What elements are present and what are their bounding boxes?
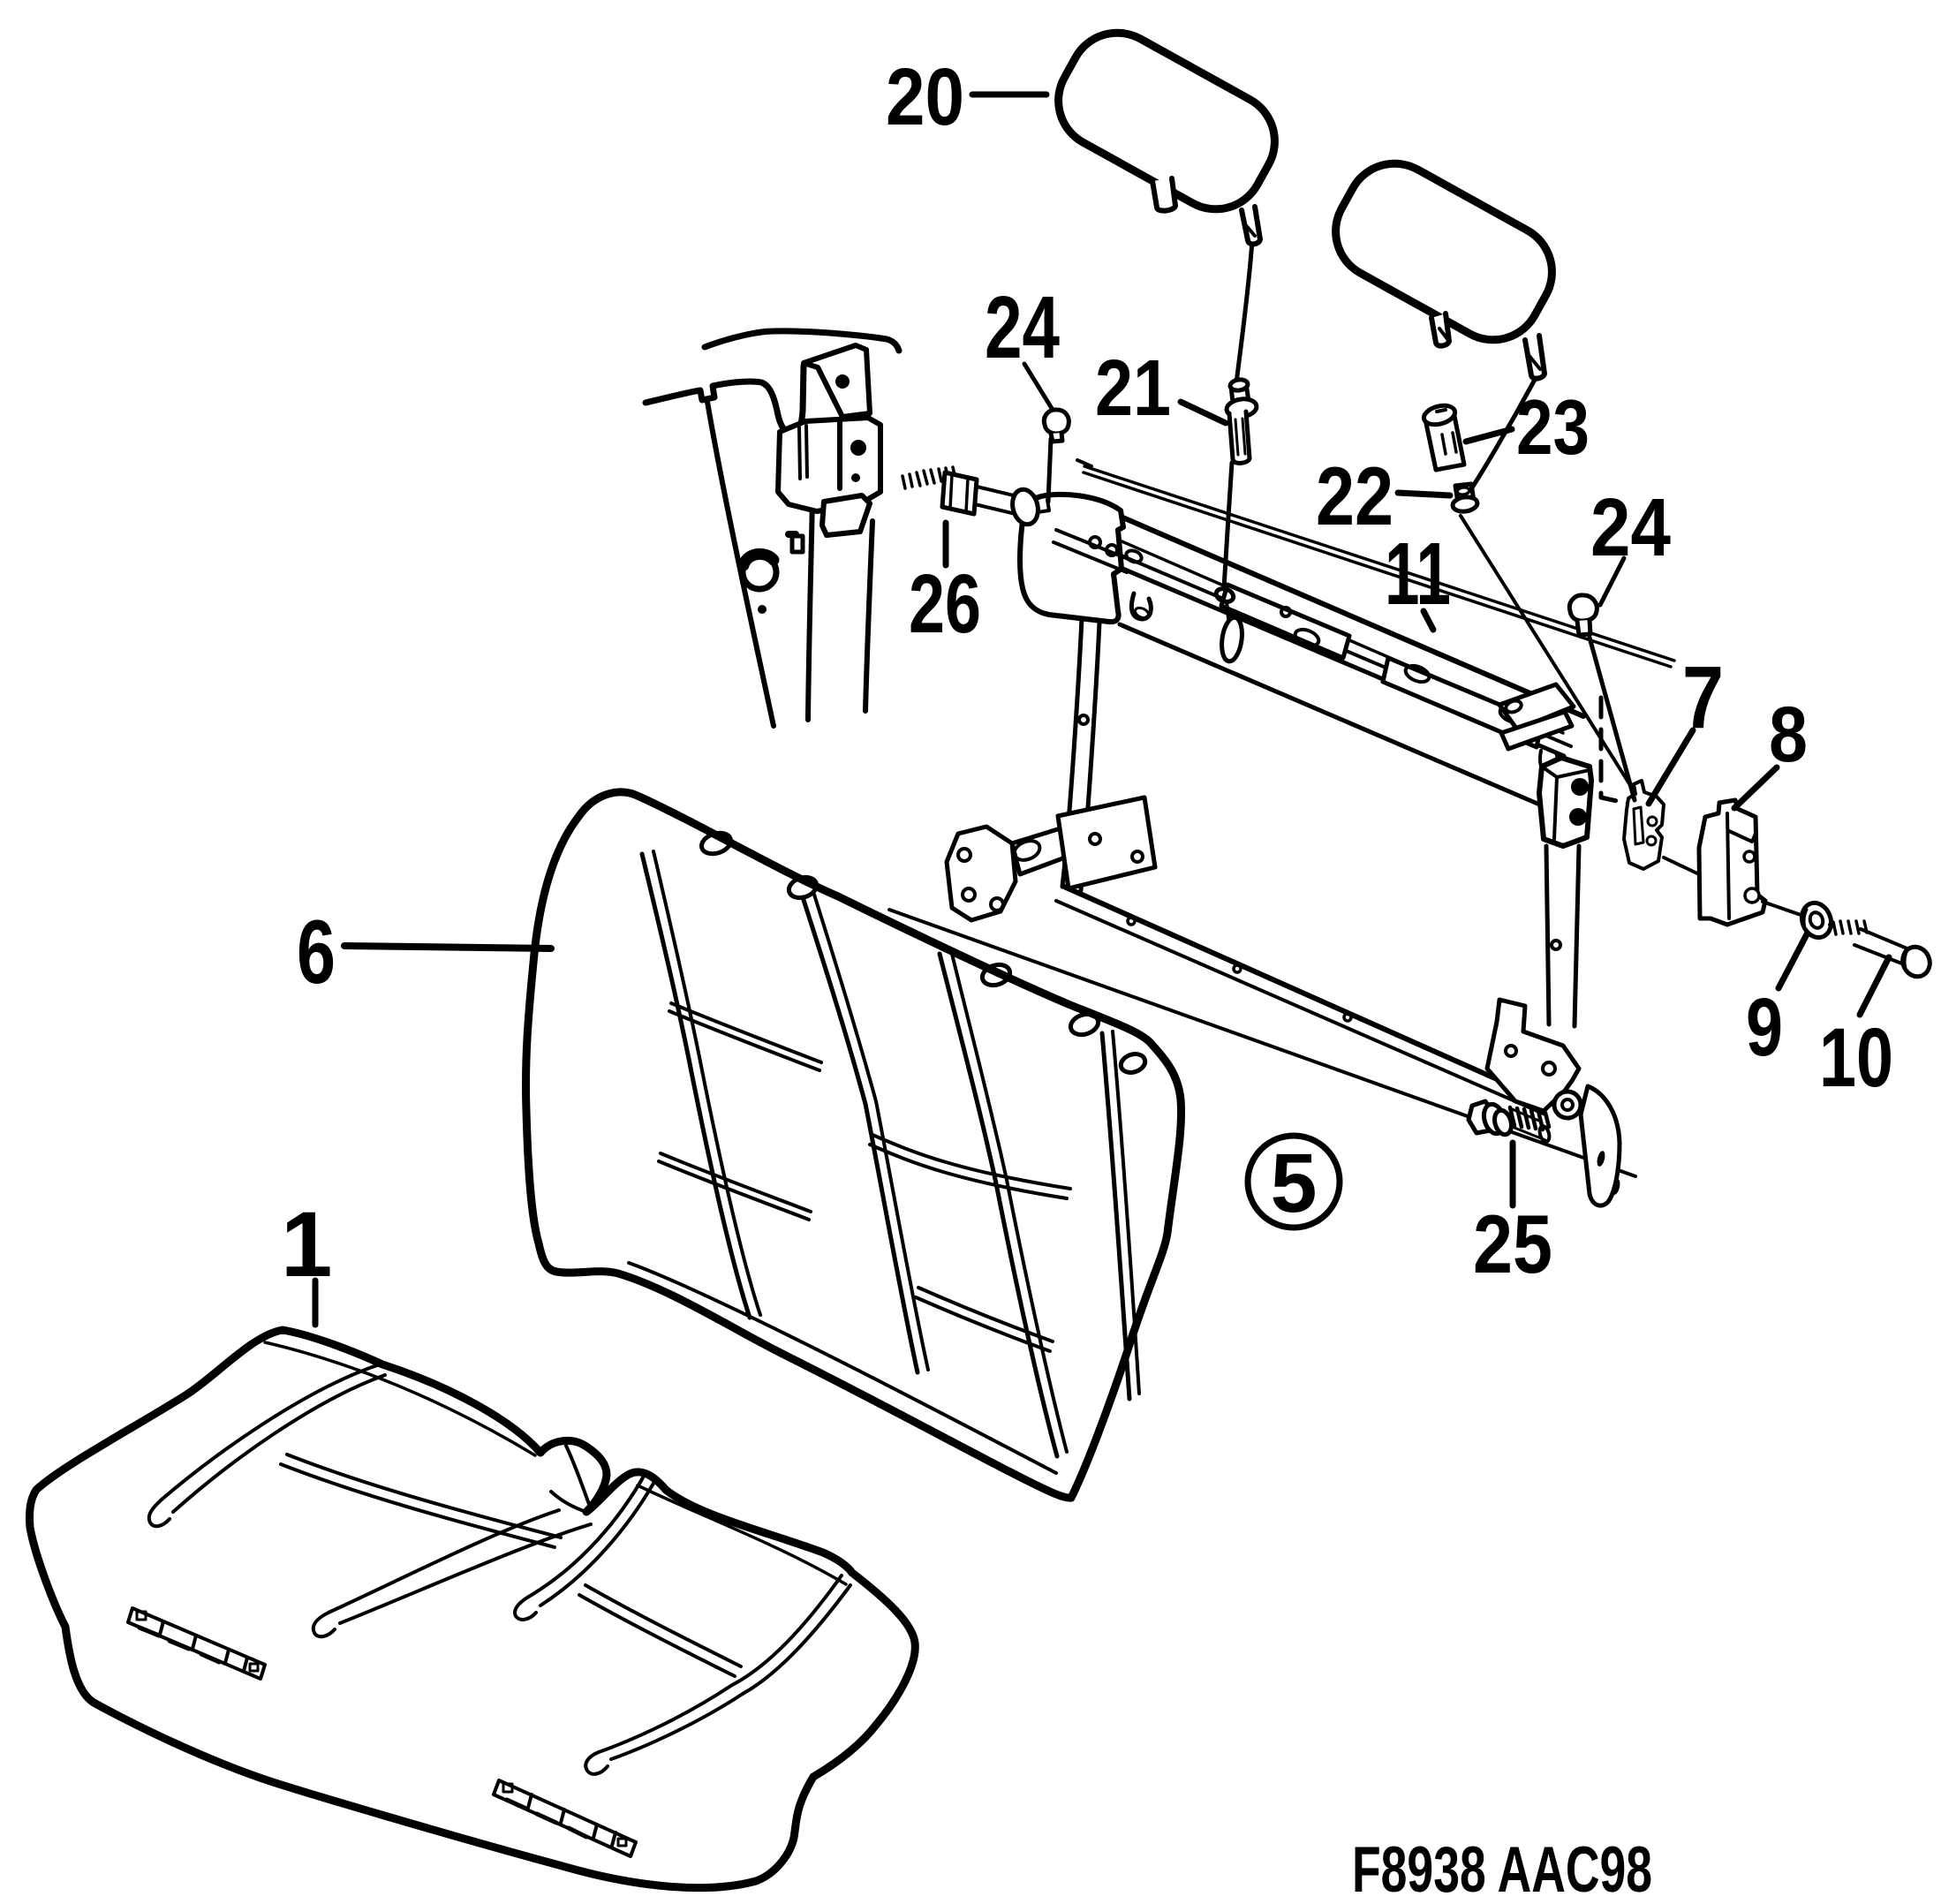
svg-text:11: 11 <box>1385 525 1451 623</box>
svg-text:26: 26 <box>909 557 981 651</box>
svg-text:F8938 AAC98: F8938 AAC98 <box>1352 1834 1652 1904</box>
svg-text:23: 23 <box>1516 383 1590 471</box>
svg-text:7: 7 <box>1682 648 1724 747</box>
svg-text:20: 20 <box>886 52 964 142</box>
svg-text:6: 6 <box>297 902 336 1002</box>
svg-text:24: 24 <box>985 278 1060 377</box>
svg-text:22: 22 <box>1316 450 1393 542</box>
svg-text:1: 1 <box>281 1193 332 1296</box>
svg-text:9: 9 <box>1746 981 1783 1073</box>
svg-text:21: 21 <box>1095 344 1171 433</box>
svg-text:5: 5 <box>1271 1137 1318 1230</box>
svg-text:24: 24 <box>1590 481 1671 573</box>
svg-text:10: 10 <box>1819 1011 1893 1105</box>
svg-text:8: 8 <box>1769 690 1808 778</box>
svg-text:25: 25 <box>1473 1198 1552 1290</box>
